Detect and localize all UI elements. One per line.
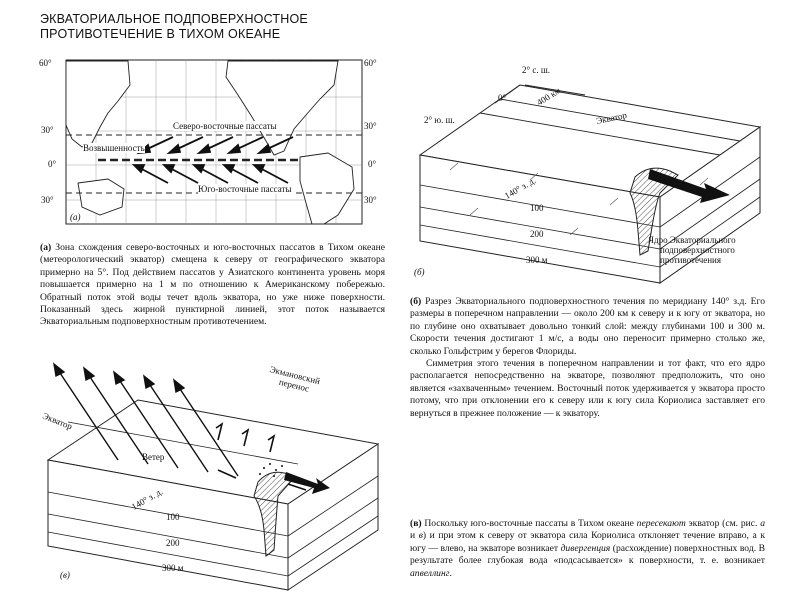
caption-b-p1: (б) Разрез Экваториального подповерхност… [410, 296, 765, 358]
caption-c-t1: Поскольку юго-восточные пассаты в Тихом … [421, 518, 637, 529]
caption-c-i1: пересекают [636, 518, 686, 529]
figure-a: 60° 30° 0° 30° 60° 30° 0° 30° Северо-вос… [38, 55, 388, 230]
australia-landmass [77, 178, 125, 216]
figure-c-diagram [46, 362, 380, 591]
title-line-2: ПРОТИВОТЕЧЕНИЕ В ТИХОМ ОКЕАНЕ [40, 27, 281, 41]
lat-right-30s: 30° [364, 195, 377, 205]
upwelling-core [253, 471, 295, 557]
caption-c-i3: в [418, 530, 423, 542]
lat-right-0: 0° [368, 159, 377, 169]
lat-left-60: 60° [39, 58, 52, 68]
lat-2n: 2° с. ш. [522, 65, 551, 75]
lat-left-30s: 30° [41, 195, 54, 205]
lat-right-30n: 30° [364, 121, 377, 131]
depth-100-b: 100 [530, 203, 544, 213]
caption-c-i4: дивергенция [560, 542, 611, 554]
figure-b-diagram [418, 84, 762, 284]
lat-left-30n: 30° [41, 125, 54, 135]
depth-200-b: 200 [530, 229, 544, 239]
caption-b-p1-text: Разрез Экваториального подповерхностного… [410, 296, 765, 357]
lat-zero: 0° [498, 93, 507, 103]
label-se-trades: Юго-восточные пассаты [198, 184, 292, 194]
current-direction-arrow [648, 169, 730, 203]
caption-c-t4: ) и при этом к северу от экватора сила К… [410, 530, 765, 554]
label-ne-trades: Северо-восточные пассаты [173, 121, 277, 131]
title-line-1: ЭКВАТОРИАЛЬНОЕ ПОДПОВЕРХНОСТНОЕ [40, 12, 308, 26]
core-label: Ядро Экваториального подповерхностного п… [648, 235, 736, 265]
depth-100-c: 100 [166, 512, 180, 522]
figure-c-letter: (в) [60, 570, 70, 580]
core-label-line-2: подповерхностного [660, 245, 735, 255]
caption-c-t2: экватор (см. рис. [685, 518, 761, 529]
caption-a-lead: (а) [40, 242, 52, 253]
caption-c-t5: (расхождение) поверхностных вод. В резул… [410, 542, 765, 567]
caption-c-i5: апвеллинг [410, 567, 450, 579]
caption-c-i2: а [760, 518, 765, 529]
figure-b: 2° с. ш. 2° ю. ш. 0° 400 км Экватор 140°… [410, 55, 770, 285]
caption-b: (б) Разрез Экваториального подповерхност… [410, 296, 765, 420]
caption-b-p2: Симметрия этого течения в поперечном нап… [410, 358, 765, 419]
core-label-line-1: Ядро Экваториального [648, 235, 736, 245]
lat-left-0: 0° [48, 159, 57, 169]
north-america-landmass [225, 60, 339, 156]
caption-b-lead: (б) [410, 296, 422, 307]
caption-a-text: Зона схождения северо-восточных и юго-во… [40, 242, 385, 328]
core-label-line-3: противотечения [660, 255, 722, 265]
caption-c-lead: (в) [410, 518, 422, 529]
wind-label: Ветер [142, 452, 165, 462]
figure-a-letter: (а) [70, 212, 81, 222]
caption-c: (в) Поскольку юго-восточные пассаты в Ти… [410, 518, 765, 580]
south-america-landmass [299, 152, 355, 225]
figure-c: Экватор Ветер Экмановский перенос 140° з… [38, 360, 388, 592]
depth-300-c: 300 м [162, 563, 184, 573]
figure-b-letter: (б) [414, 267, 425, 277]
depth-200-c: 200 [166, 538, 180, 548]
caption-c-t3: и [410, 530, 419, 542]
depth-300-b: 300 м [526, 255, 548, 265]
lat-right-60: 60° [364, 58, 377, 68]
label-elevation: Возвышенность [83, 143, 145, 153]
caption-a: (а) Зона схождения северо-восточных и юг… [40, 242, 385, 329]
figure-a-map [65, 59, 363, 225]
lat-2s: 2° ю. ш. [424, 115, 455, 125]
asia-landmass [65, 60, 131, 148]
caption-c-t6: . [449, 567, 452, 579]
page-title: ЭКВАТОРИАЛЬНОЕ ПОДПОВЕРХНОСТНОЕ ПРОТИВОТ… [40, 12, 308, 42]
current-core [629, 167, 679, 256]
